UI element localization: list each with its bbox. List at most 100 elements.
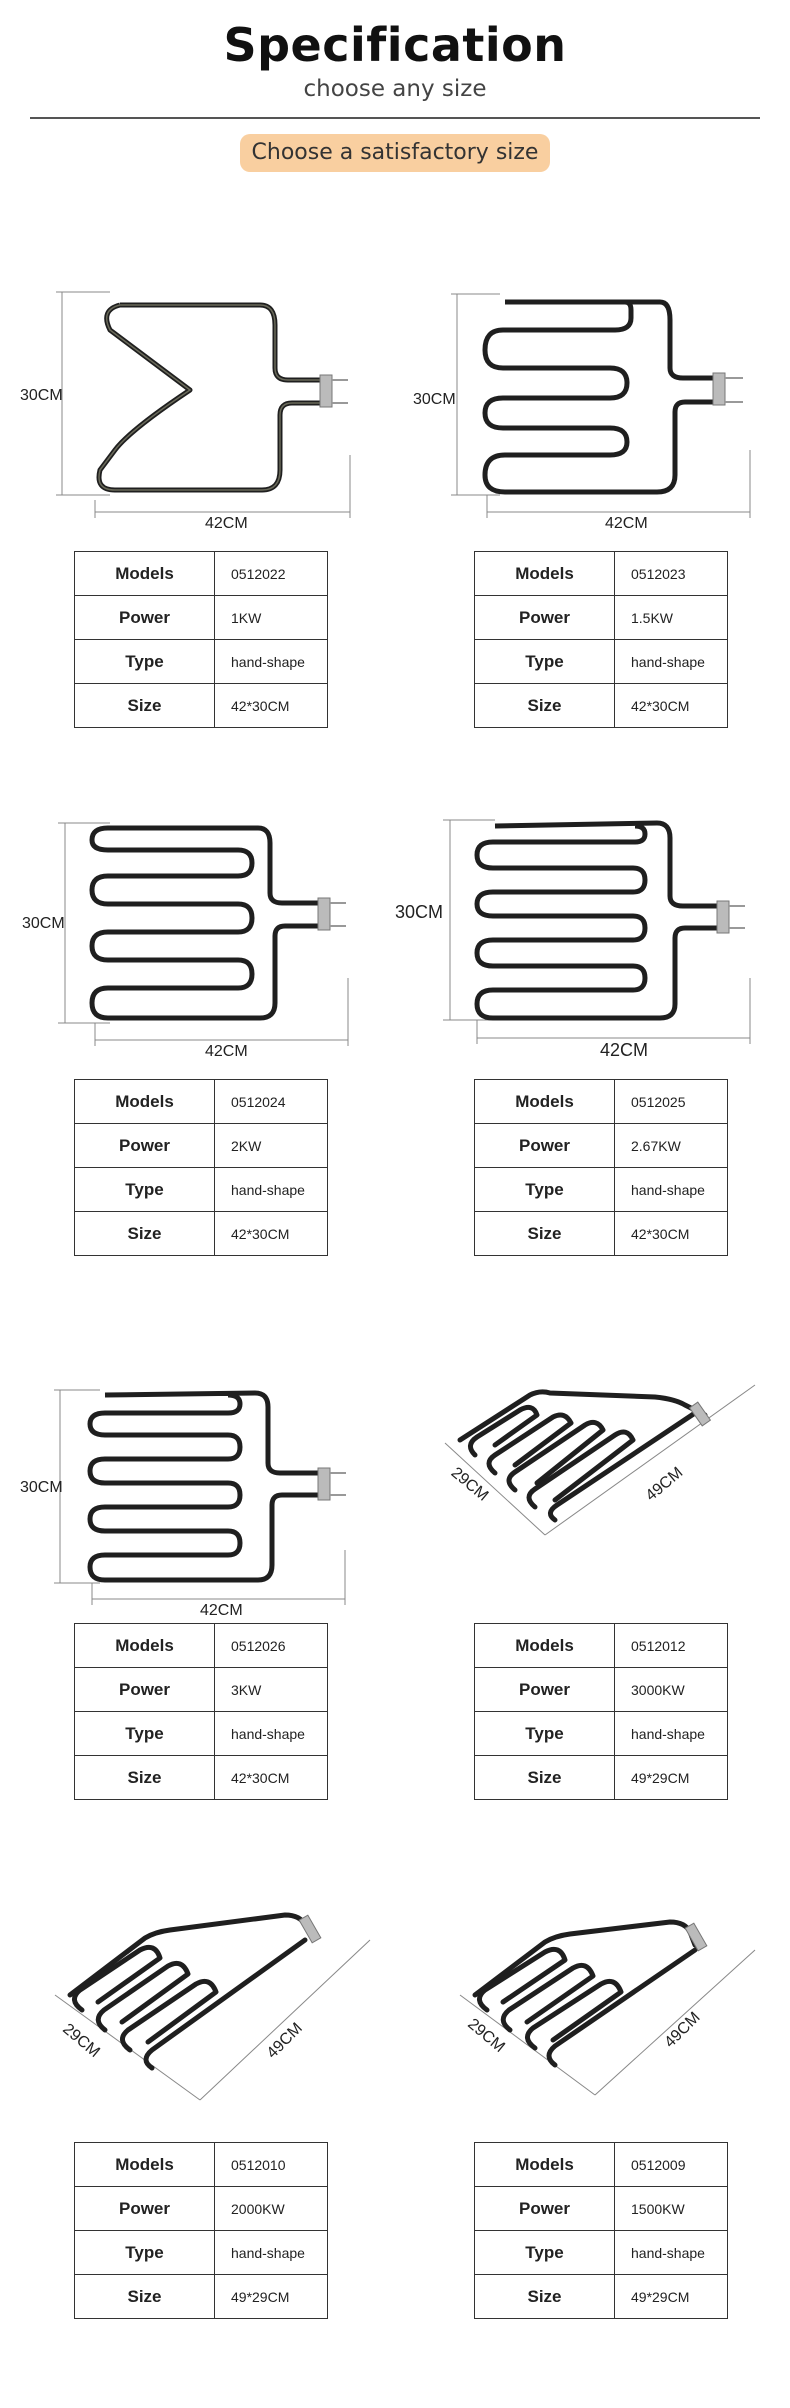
choose-size-banner: Choose a satisfactory size	[240, 134, 550, 172]
dim-height-label: 30CM	[20, 1479, 63, 1496]
power-value: 2KW	[214, 1123, 328, 1168]
model-value: 0512009	[614, 2142, 728, 2187]
type-value: hand-shape	[214, 1167, 328, 1212]
type-value: hand-shape	[214, 2230, 328, 2275]
page-subtitle: choose any size	[303, 76, 487, 102]
dim-height-label: 29CM	[448, 1464, 492, 1504]
heating-element-drawing: 30CM 42CM	[22, 822, 349, 1060]
dim-height-label: 29CM	[59, 2021, 103, 2061]
power-value: 1500KW	[614, 2186, 728, 2231]
power-value: 3KW	[214, 1667, 328, 1712]
heating-element-drawing: 30CM 42CM	[395, 819, 751, 1060]
dim-height-label: 30CM	[22, 915, 65, 932]
type-value: hand-shape	[614, 1711, 728, 1756]
heating-element-drawing: 30CM 42CM	[413, 293, 751, 532]
size-value: 42*30CM	[214, 683, 328, 728]
dim-width-label: 49CM	[643, 1464, 687, 1504]
dim-width-label: 42CM	[200, 1602, 243, 1619]
dim-width-label: 49CM	[264, 2020, 306, 2062]
size-value: 49*29CM	[614, 1755, 728, 1800]
model-value: 0512012	[614, 1623, 728, 1668]
heating-element-drawing: 29CM 49CM	[444, 1384, 756, 1536]
model-value: 0512023	[614, 551, 728, 596]
size-value: 42*30CM	[214, 1755, 328, 1800]
power-value: 3000KW	[614, 1667, 728, 1712]
size-value: 42*30CM	[614, 683, 728, 728]
power-value: 1KW	[214, 595, 328, 640]
dim-height-label: 30CM	[395, 902, 443, 922]
size-value: 42*30CM	[214, 1211, 328, 1256]
power-value: 1.5KW	[614, 595, 728, 640]
type-value: hand-shape	[614, 639, 728, 684]
heating-element-drawing: 29CM 49CM	[54, 1912, 371, 2101]
power-value: 2.67KW	[614, 1123, 728, 1168]
heating-element-drawing: 29CM 49CM	[459, 1919, 756, 2096]
type-value: hand-shape	[614, 2230, 728, 2275]
page-title: Specification	[223, 18, 567, 72]
model-value: 0512025	[614, 1079, 728, 1124]
model-value: 0512022	[214, 551, 328, 596]
dim-width-label: 42CM	[205, 1043, 248, 1060]
type-value: hand-shape	[214, 639, 328, 684]
type-value: hand-shape	[614, 1167, 728, 1212]
dim-width-label: 42CM	[605, 515, 648, 532]
heating-element-drawing: 30CM 42CM	[20, 1389, 346, 1619]
model-value: 0512024	[214, 1079, 328, 1124]
header-divider	[30, 117, 760, 119]
heating-element-drawing: 30CM 42CM	[20, 291, 351, 532]
size-value: 49*29CM	[214, 2274, 328, 2319]
dim-height-label: 30CM	[20, 387, 63, 404]
dim-width-label: 42CM	[205, 515, 248, 532]
type-value: hand-shape	[214, 1711, 328, 1756]
dim-height-label: 30CM	[413, 391, 456, 408]
power-value: 2000KW	[214, 2186, 328, 2231]
size-value: 49*29CM	[614, 2274, 728, 2319]
dim-width-label: 42CM	[600, 1040, 648, 1060]
